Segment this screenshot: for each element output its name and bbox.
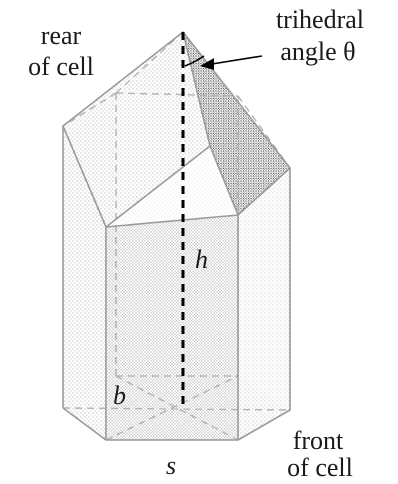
base-hexagon [63, 376, 290, 440]
hidden-edge-roof-back-1 [115, 31, 184, 94]
base-diagonal-2 [115, 375, 239, 441]
trihedral-label-line1: trihedral [276, 5, 364, 34]
cell-outline [62, 31, 291, 441]
edge-roof-crest [182, 31, 211, 147]
cell-base [62, 375, 291, 441]
trihedral-angle-arc [184, 55, 205, 67]
base-label-b: b [113, 381, 126, 410]
front-label-line1: front [293, 426, 344, 455]
right-side-face [238, 168, 290, 440]
cell-roof [63, 32, 290, 227]
trihedral-label-line2: angle θ [280, 37, 355, 66]
edge-roof-middle-2 [209, 145, 239, 216]
front-label-line2: of cell [287, 453, 353, 482]
trihedral-arrow-line [211, 55, 263, 65]
rear-label-line2: of cell [28, 52, 94, 81]
height-label-h: h [195, 245, 208, 274]
trihedral-arrow-head [200, 58, 214, 70]
left-side-face [63, 126, 106, 440]
base-diagonal-1 [105, 375, 239, 441]
base-diagonal-3 [62, 407, 291, 411]
side-label-s: s [166, 451, 176, 480]
edge-roof-middle [105, 145, 211, 228]
roof-back-rhombus [116, 32, 238, 96]
rear-label-line1: rear [41, 21, 82, 50]
hidden-edge-roof-back-4 [115, 92, 239, 97]
edge-roof-front [62, 125, 291, 228]
hidden-edge-roof-back-2 [62, 92, 117, 127]
outline-silhouette [62, 31, 291, 441]
